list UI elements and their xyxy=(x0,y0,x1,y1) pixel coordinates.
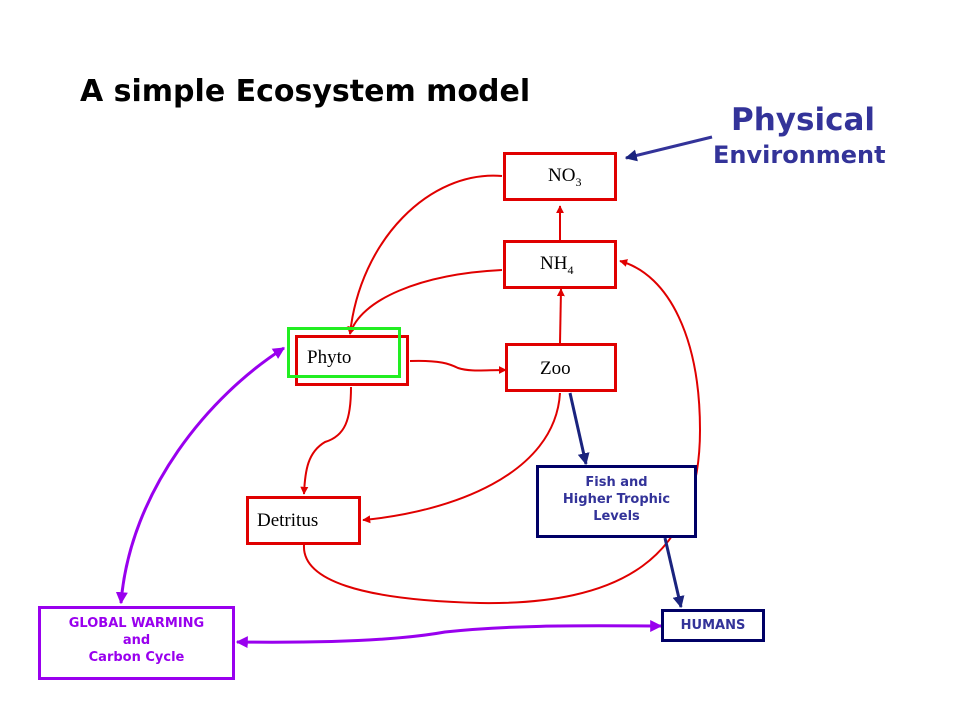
arrow-environment-to-no3 xyxy=(624,135,713,162)
arrow-zoo-to-detritus xyxy=(362,392,561,524)
phyto-label: Phyto xyxy=(307,347,352,368)
nh4-box: NH4 xyxy=(503,240,617,289)
global-warming-line-1: GLOBAL WARMING xyxy=(68,616,205,631)
arrow-zoo-to-fish xyxy=(568,392,590,466)
zoo-label: Zoo xyxy=(540,358,571,379)
humans-box: HUMANS xyxy=(661,609,765,642)
phyto-highlight xyxy=(287,327,401,378)
humans-label: HUMANS xyxy=(680,618,746,633)
arrow-fish-to-humans xyxy=(663,537,685,609)
no3-label: NO3 xyxy=(548,165,582,189)
fish-line-3: Levels xyxy=(593,509,640,524)
fish-line-2: Higher Trophic xyxy=(562,492,671,507)
arrow-phyto-to-detritus xyxy=(300,386,352,495)
detritus-label: Detritus xyxy=(257,510,319,531)
arrow-zoo-to-nh4 xyxy=(556,288,565,344)
environment-label: Environment xyxy=(713,141,886,169)
arrow-no3-to-phyto xyxy=(346,174,503,335)
arrow-detritus-to-nh4 xyxy=(302,259,702,605)
detritus-box: Detritus xyxy=(246,496,361,545)
nh4-label: NH4 xyxy=(540,253,574,277)
arrow-phyto-global-warming xyxy=(115,346,286,605)
global-warming-line-2: and xyxy=(122,633,151,648)
physical-label: Physical xyxy=(731,102,875,138)
global-warming-box: GLOBAL WARMING and Carbon Cycle xyxy=(38,606,235,680)
slide-title: A simple Ecosystem model xyxy=(80,74,531,109)
arrow-nh4-to-phyto xyxy=(348,269,503,335)
fish-box: Fish and Higher Trophic Levels xyxy=(536,465,697,538)
global-warming-line-3: Carbon Cycle xyxy=(88,650,185,665)
zoo-box: Zoo xyxy=(505,343,617,392)
arrow-phyto-to-zoo xyxy=(409,359,507,375)
arrow-humans-global-warming xyxy=(235,619,663,649)
no3-box: NO3 xyxy=(503,152,617,201)
fish-line-1: Fish and xyxy=(585,475,648,490)
